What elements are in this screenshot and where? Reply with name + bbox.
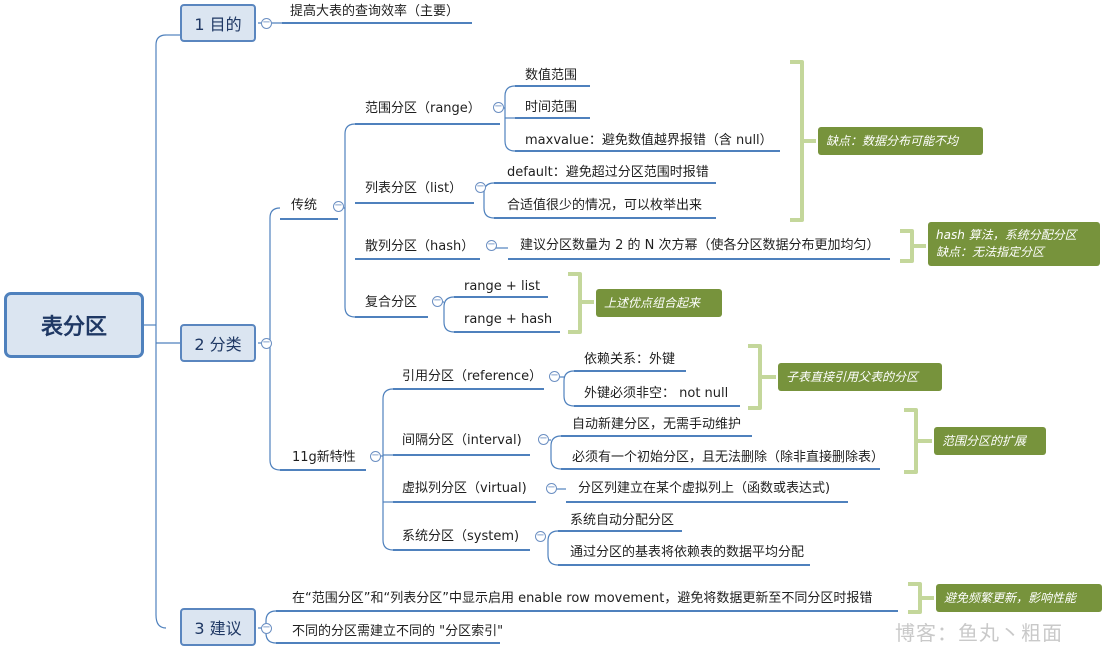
note-text: 子表直接引用父表的分区 xyxy=(786,369,919,384)
branch-classification[interactable]: 2 分类 xyxy=(180,324,256,362)
advice-item: 不同的分区需建立不同的 "分区索引" xyxy=(292,624,504,639)
interval-item: 自动新建分区，无需手动维护 xyxy=(572,417,742,432)
collapse-toggle-icon[interactable]: − xyxy=(549,370,560,382)
range-item: maxvalue：避免数值越界报错（含 null） xyxy=(525,133,773,148)
virtual-item: 分区列建立在某个虚拟列上（函数或表达式) xyxy=(578,481,831,496)
purpose-item: 提高大表的查询效率（主要） xyxy=(290,4,460,19)
node-list-partition[interactable]: 列表分区（list） xyxy=(365,181,463,196)
interval-item: 必须有一个初始分区，且无法删除（除非直接删除表） xyxy=(572,450,885,465)
branch-advice[interactable]: 3 建议 xyxy=(180,608,256,646)
collapse-toggle-icon[interactable]: − xyxy=(538,433,549,445)
watermark: 博客：鱼丸丶粗面 xyxy=(895,621,1063,645)
composite-item: range + hash xyxy=(464,312,553,327)
node-virtual-partition[interactable]: 虚拟列分区（virtual) xyxy=(402,481,527,496)
note-text: hash 算法，系统分配分区 xyxy=(936,228,1077,242)
note-text: 上述优点组合起来 xyxy=(604,295,701,310)
list-item: 合适值很少的情况，可以枚举出来 xyxy=(507,198,703,213)
collapse-toggle-icon[interactable]: − xyxy=(493,101,504,113)
collapse-toggle-icon[interactable]: − xyxy=(370,450,381,462)
collapse-toggle-icon[interactable]: − xyxy=(535,530,546,542)
reference-item: 外键必须非空： not null xyxy=(584,386,729,401)
node-range-partition[interactable]: 范围分区（range） xyxy=(365,101,481,116)
note-reference: 子表直接引用父表的分区 xyxy=(778,363,942,391)
root-node[interactable]: 表分区 xyxy=(4,292,144,358)
node-reference-partition[interactable]: 引用分区（reference） xyxy=(402,369,543,384)
branch-purpose[interactable]: 1 目的 xyxy=(180,4,256,42)
note-text: 避免频繁更新，影响性能 xyxy=(944,590,1077,605)
reference-item: 依赖关系：外键 xyxy=(584,352,676,367)
range-item: 数值范围 xyxy=(525,68,578,83)
node-hash-partition[interactable]: 散列分区（hash） xyxy=(365,239,475,254)
collapse-toggle-icon[interactable]: − xyxy=(475,181,486,193)
advice-item: 在“范围分区”和“列表分区”中显示启用 enable row movement，… xyxy=(292,591,873,606)
collapse-toggle-icon[interactable]: − xyxy=(333,200,344,212)
note-interval: 范围分区的扩展 xyxy=(934,427,1046,455)
collapse-toggle-icon[interactable]: − xyxy=(261,337,272,349)
note-range-list-drawback: 缺点：数据分布可能不均 xyxy=(818,127,983,155)
collapse-toggle-icon[interactable]: − xyxy=(261,17,272,29)
collapse-toggle-icon[interactable]: − xyxy=(432,295,443,307)
composite-item: range + list xyxy=(464,279,541,294)
note-advice: 避免频繁更新，影响性能 xyxy=(936,584,1102,612)
system-item: 通过分区的基表将依赖表的数据平均分配 xyxy=(570,545,805,560)
node-traditional[interactable]: 传统 xyxy=(291,198,318,213)
node-composite-partition[interactable]: 复合分区 xyxy=(365,295,418,310)
hash-item: 建议分区数量为 2 的 N 次方幂（使各分区数据分布更加均匀） xyxy=(520,238,880,253)
range-item: 时间范围 xyxy=(525,100,578,115)
collapse-toggle-icon[interactable]: − xyxy=(486,239,497,251)
note-text: 缺点：无法指定分区 xyxy=(936,245,1045,259)
list-item: default：避免超过分区范围时报错 xyxy=(507,165,709,180)
node-11g-features[interactable]: 11g新特性 xyxy=(292,450,356,465)
note-text: 范围分区的扩展 xyxy=(942,433,1027,448)
collapse-toggle-icon[interactable]: − xyxy=(261,622,272,634)
note-composite: 上述优点组合起来 xyxy=(596,289,722,317)
collapse-toggle-icon[interactable]: − xyxy=(546,482,557,494)
system-item: 系统自动分配分区 xyxy=(570,513,675,528)
node-system-partition[interactable]: 系统分区（system) xyxy=(402,529,520,544)
note-hash: hash 算法，系统分配分区 缺点：无法指定分区 xyxy=(928,222,1100,266)
node-interval-partition[interactable]: 间隔分区（interval) xyxy=(402,433,522,448)
note-text: 缺点：数据分布可能不均 xyxy=(826,133,959,148)
